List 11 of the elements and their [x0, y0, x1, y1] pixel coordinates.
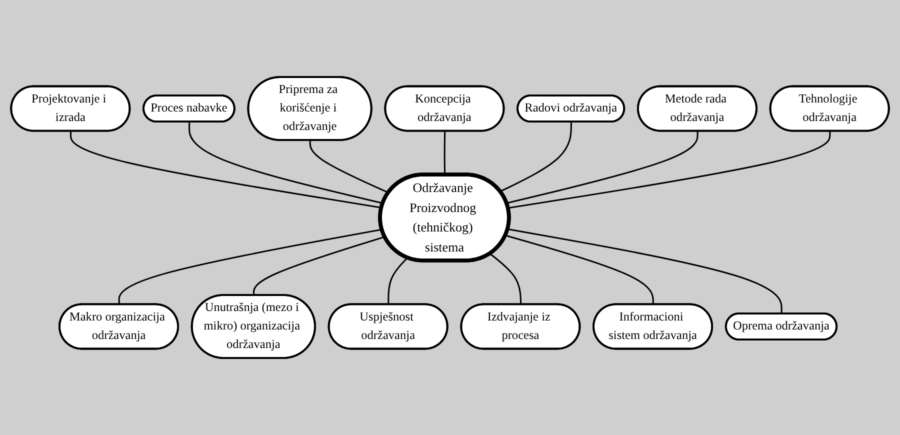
connector: [506, 131, 698, 204]
connector: [118, 228, 382, 305]
connector: [309, 140, 389, 194]
connector: [490, 253, 522, 305]
connector: [444, 131, 446, 175]
connector: [508, 228, 782, 314]
connector: [252, 236, 386, 296]
connector: [505, 234, 654, 305]
connector: [388, 257, 408, 305]
connector: [500, 122, 572, 192]
connector: [508, 131, 831, 209]
